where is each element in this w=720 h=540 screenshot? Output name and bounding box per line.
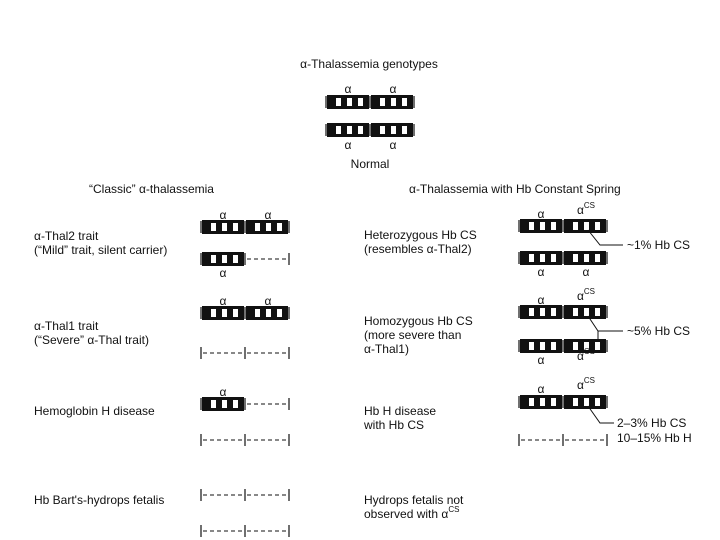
hydrops-cs-label: Hydrops fetalis not: [364, 493, 464, 507]
hbh-cs-percent: 2–3% Hb CS: [617, 416, 687, 430]
alpha-label: α: [582, 265, 590, 279]
hbh-percent: 10–15% Hb H: [617, 431, 692, 445]
alpha-label: α: [537, 265, 545, 279]
alpha-gene: [246, 306, 288, 320]
alpha-label: α: [389, 138, 397, 152]
alpha-label: α: [537, 382, 545, 396]
alpha-gene: [564, 219, 606, 233]
hbh-disease-label: Hemoglobin H disease: [34, 404, 155, 418]
alpha-label: α: [264, 294, 272, 308]
alpha-label: α: [219, 208, 227, 222]
het-cs-label: Heterozygous Hb CS: [364, 228, 477, 242]
alpha-gene: [327, 95, 369, 109]
barts-hydrops-label: Hb Bart's-hydrops fetalis: [34, 493, 165, 507]
alpha-gene: [520, 395, 562, 409]
alpha-label: α: [344, 138, 352, 152]
homo-cs-sublabel: (more severe than: [364, 328, 462, 342]
alpha-gene: [564, 251, 606, 265]
thal1-trait-sublabel: (“Severe” α-Thal trait): [34, 333, 149, 347]
homo-cs-percent: ~5% Hb CS: [627, 324, 691, 338]
alpha-gene: [327, 123, 369, 137]
het-cs-percent: ~1% Hb CS: [627, 238, 691, 252]
thal2-trait-sublabel: (“Mild” trait, silent carrier): [34, 243, 168, 257]
alpha-gene: [371, 95, 413, 109]
alpha-gene: [202, 397, 244, 411]
homo-cs-sublabel-2: α-Thal1): [364, 342, 409, 356]
alpha-gene: [520, 251, 562, 265]
het-cs-sublabel: (resembles α-Thal2): [364, 242, 472, 256]
alpha-gene: [202, 252, 244, 266]
classic-heading: “Classic” α-thalassemia: [89, 182, 214, 196]
alpha-label: α: [537, 207, 545, 221]
alpha-label: α: [219, 385, 227, 399]
pointer-line: [587, 405, 614, 424]
alpha-label: α: [219, 266, 227, 280]
alpha-label: α: [389, 82, 397, 96]
alpha-cs-label: αCS: [576, 287, 596, 303]
hydrops-cs-sublabel: observed with αCS: [364, 505, 460, 522]
alpha-label: α: [537, 293, 545, 307]
alpha-gene: [371, 123, 413, 137]
thal2-trait-label: α-Thal2 trait: [34, 229, 99, 243]
alpha-gene: [564, 395, 606, 409]
alpha-gene: [202, 220, 244, 234]
alpha-gene: [520, 305, 562, 319]
alpha-gene: [520, 339, 562, 353]
alpha-cs-label: αCS: [576, 376, 596, 392]
alpha-gene: [564, 305, 606, 319]
pointer-line: [587, 229, 623, 246]
alpha-label: α: [219, 294, 227, 308]
hbh-cs-sublabel: with Hb CS: [364, 418, 425, 432]
homo-cs-label: Homozygous Hb CS: [364, 314, 473, 328]
alpha-gene: [202, 306, 244, 320]
thal1-trait-label: α-Thal1 trait: [34, 319, 99, 333]
alpha-cs-label: αCS: [576, 201, 596, 217]
alpha-gene: [520, 219, 562, 233]
cs-heading: α-Thalassemia with Hb Constant Spring: [409, 182, 621, 196]
alpha-label: α: [344, 82, 352, 96]
normal-label: Normal: [350, 157, 390, 171]
alpha-gene: [246, 220, 288, 234]
alpha-label: α: [537, 353, 545, 367]
alpha-cs-label: αCS: [576, 347, 596, 363]
alpha-label: α: [264, 208, 272, 222]
alpha-gene: [564, 339, 606, 353]
hbh-cs-label: Hb H disease: [364, 404, 437, 418]
diagram-title: α-Thalassemia genotypes: [300, 57, 438, 71]
